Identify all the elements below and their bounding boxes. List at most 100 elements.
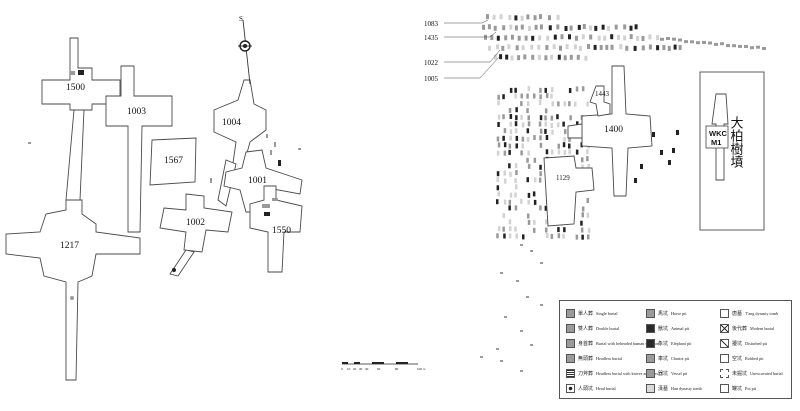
burial-pit bbox=[527, 150, 530, 156]
legend-label-zh: 象坑 bbox=[658, 341, 669, 347]
side-label-1435: 1435 bbox=[424, 34, 439, 42]
burial-pit bbox=[515, 184, 518, 190]
side-label-1022: 1022 bbox=[424, 59, 439, 67]
burial-pit bbox=[575, 86, 579, 92]
burial-pit bbox=[603, 35, 607, 41]
legend-label-en: Head burial bbox=[596, 386, 616, 391]
legend-label-zh: 未掘坑 bbox=[732, 371, 748, 377]
burial-pit bbox=[544, 87, 547, 93]
burial-pit bbox=[527, 25, 531, 31]
scale-tick-label: 10 bbox=[347, 367, 351, 371]
wkc-code-line2: M1 bbox=[711, 138, 721, 147]
legend-symbol-icon bbox=[720, 339, 729, 348]
burial-pit bbox=[580, 227, 584, 233]
burial-pit bbox=[605, 44, 609, 50]
burial-pit bbox=[662, 45, 666, 51]
legend-symbol-icon bbox=[566, 324, 575, 333]
wkc-name-zh: 大柏樹墳 bbox=[728, 116, 744, 168]
burial-pit bbox=[493, 25, 497, 31]
burial-pit bbox=[641, 36, 645, 41]
burial-pit bbox=[484, 34, 487, 40]
wkc-m1-enclosure bbox=[699, 71, 765, 231]
burial-pit bbox=[514, 15, 518, 21]
tomb-1550-burial-cluster bbox=[262, 204, 270, 208]
burial-pit bbox=[533, 157, 537, 163]
burial-pit bbox=[520, 15, 524, 21]
scale-tick-label: 30 bbox=[359, 367, 363, 371]
burial-pit bbox=[625, 45, 629, 51]
burial-pit bbox=[557, 233, 561, 239]
burial-pit bbox=[550, 54, 553, 60]
burial-pit bbox=[507, 44, 511, 50]
burial-pit bbox=[581, 86, 585, 92]
tomb-1129-outline bbox=[543, 155, 595, 227]
burial-pit bbox=[508, 233, 512, 239]
burial-pit bbox=[574, 101, 577, 107]
burial-pit bbox=[550, 123, 553, 128]
legend-label-en: Chariot pit bbox=[671, 356, 690, 361]
burial-pit bbox=[514, 128, 518, 134]
burial-pit bbox=[581, 234, 584, 240]
legend-label-zh: 馬坑 bbox=[658, 311, 669, 317]
legend-symbol-icon bbox=[646, 384, 655, 393]
burial-pit bbox=[564, 129, 567, 135]
burial-pit bbox=[520, 244, 523, 246]
burial-pit bbox=[564, 26, 568, 31]
burial-pit bbox=[508, 163, 511, 169]
burial-pit bbox=[594, 25, 598, 31]
burial-pit bbox=[538, 35, 542, 41]
burial-pit bbox=[509, 226, 512, 232]
burial-pit bbox=[520, 114, 523, 120]
burial-pit bbox=[581, 157, 584, 163]
burial-pit bbox=[526, 157, 529, 163]
burial-pit bbox=[527, 115, 530, 121]
tomb-label-1443: 1443 bbox=[595, 90, 610, 98]
burial-pit bbox=[510, 55, 514, 61]
burial-pit bbox=[521, 143, 524, 149]
burial-pit bbox=[503, 199, 507, 205]
burial-pit bbox=[480, 356, 483, 358]
scale-tick-label: 20 bbox=[353, 367, 357, 371]
burial-pit bbox=[762, 47, 766, 50]
burial-pit bbox=[556, 114, 559, 120]
burial-pit bbox=[544, 108, 548, 114]
burial-pit bbox=[527, 192, 531, 198]
burial-pit bbox=[539, 128, 543, 134]
burial-pit bbox=[497, 142, 501, 148]
burial-pit bbox=[534, 24, 538, 30]
burial-pit bbox=[497, 191, 500, 197]
burial-pit bbox=[482, 24, 485, 30]
burial-pit bbox=[656, 45, 660, 51]
burial-pit bbox=[544, 115, 547, 121]
burial-pit bbox=[539, 87, 542, 93]
burial-pit bbox=[508, 108, 512, 113]
burial-pit bbox=[545, 227, 548, 233]
legend-label-en: Headless burial bbox=[596, 356, 622, 361]
burial-pit bbox=[533, 177, 537, 183]
burial-pit bbox=[533, 219, 536, 225]
burial-pit bbox=[726, 44, 730, 48]
tomb-1217-pit bbox=[70, 296, 74, 300]
burial-pit bbox=[499, 14, 503, 20]
tomb-1001-burial-cluster bbox=[274, 142, 276, 147]
burial-pit bbox=[551, 129, 554, 135]
burial-pit bbox=[514, 121, 518, 127]
burial-pit bbox=[587, 227, 591, 233]
burial-pit bbox=[503, 178, 507, 184]
burial-pit bbox=[551, 149, 554, 155]
burial-pit bbox=[552, 44, 556, 50]
burial-pit bbox=[545, 149, 549, 155]
burial-pit bbox=[537, 44, 541, 50]
burial-pit bbox=[581, 164, 584, 170]
burial-pit bbox=[496, 136, 500, 142]
legend-label-zh: 唐墓 bbox=[732, 311, 743, 317]
